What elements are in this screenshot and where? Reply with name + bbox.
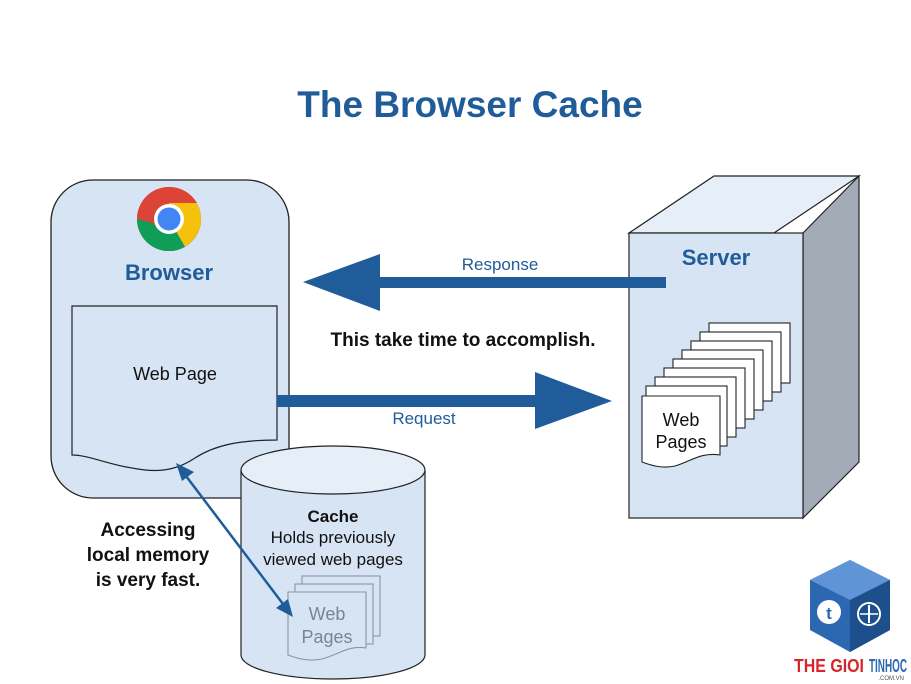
server-pages-label-2: Pages <box>655 432 706 452</box>
access-note-line2: local memory <box>87 545 210 566</box>
chrome-icon <box>137 186 201 251</box>
access-note-line1: Accessing <box>100 520 195 541</box>
server-label: Server <box>682 245 751 270</box>
cache-pages-label-2: Pages <box>301 627 352 647</box>
browser-panel: Browser Web Page <box>50 179 290 499</box>
logo-text-red: THE GIOI <box>794 656 864 676</box>
request-label: Request <box>392 409 456 428</box>
response-arrow <box>303 254 666 311</box>
cache-desc-line1: Holds previously <box>271 528 396 547</box>
cache-title: Cache <box>307 507 358 526</box>
server-side-face <box>802 174 860 520</box>
server-front-page <box>641 395 721 468</box>
server-pages-stack <box>641 322 791 468</box>
cache-pages-label-1: Web <box>309 604 346 624</box>
cache-cylinder-top <box>240 445 426 495</box>
cache-cylinder: Cache Holds previously viewed web pages … <box>240 445 426 680</box>
cache-desc-line2: viewed web pages <box>263 550 403 569</box>
request-arrow <box>277 372 612 429</box>
cube-logo-icon: t <box>810 560 890 652</box>
time-note: This take time to accomplish. <box>330 330 595 351</box>
brand-logo: t THE GIOI TINHOC .COM.VN <box>794 560 907 682</box>
cache-pages-stack <box>287 575 381 661</box>
browser-label: Browser <box>125 260 213 285</box>
logo-suffix: .COM.VN <box>878 676 904 682</box>
access-note-line3: is very fast. <box>96 570 201 591</box>
cache-front-page <box>287 591 367 661</box>
server-box: Server Web Pages <box>627 174 861 520</box>
server-pages-label-1: Web <box>663 410 700 430</box>
svg-text:t: t <box>826 604 832 623</box>
web-page-label: Web Page <box>133 364 217 384</box>
logo-text-blue: TINHOC <box>869 656 907 676</box>
response-label: Response <box>462 255 539 274</box>
page-title: The Browser Cache <box>297 84 642 125</box>
local-access-arrow <box>176 463 293 617</box>
